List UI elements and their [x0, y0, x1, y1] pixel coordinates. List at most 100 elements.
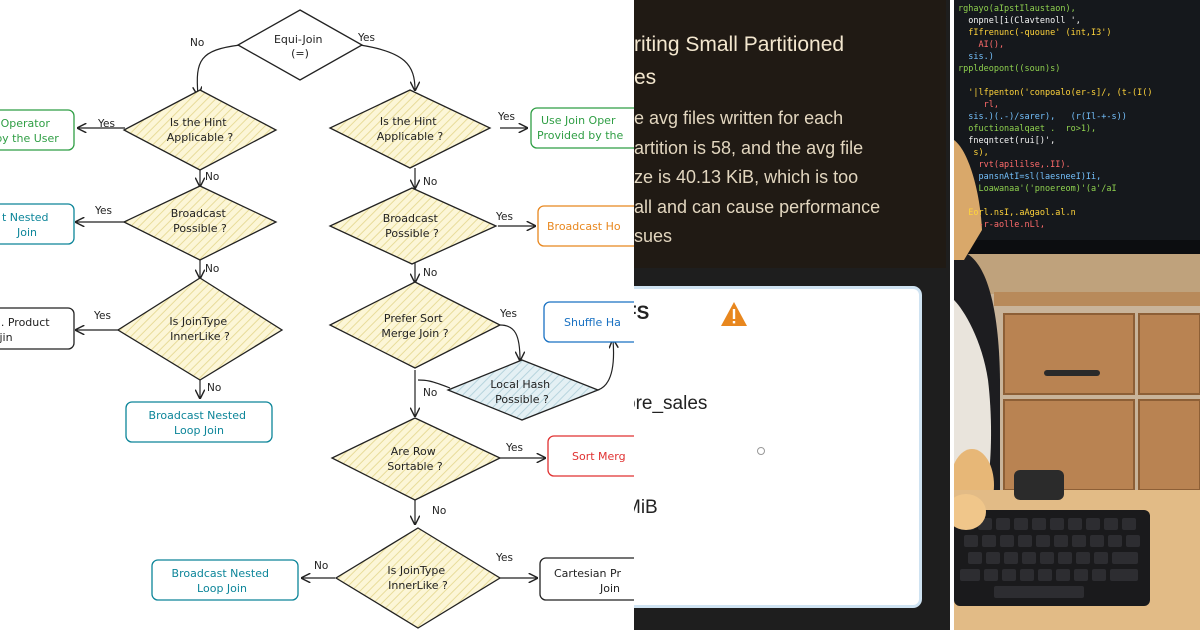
code-line: sis.)(.-)/sarer), (r(Il-+-s)) — [958, 112, 1127, 122]
card-dot — [757, 447, 765, 455]
left-jointype-no-label: No — [207, 382, 221, 394]
right-jointype-result: Cartesian Pr Join — [539, 557, 634, 601]
right-sortable-line-1: Are Row — [391, 445, 436, 458]
code-line: -r-aolle.nLl, — [958, 220, 1045, 230]
left-broadcast-line-2: Possible ? — [173, 222, 227, 235]
left-broadcast-result-line-1: t Nested — [2, 211, 49, 224]
code-line: s), — [958, 148, 989, 158]
right-hint-yes-label: Yes — [497, 111, 515, 123]
left-jointype-line-1: Is JoinType — [169, 315, 227, 328]
left-broadcast-yes-label: Yes — [94, 205, 112, 217]
right-broadcast-no-label: No — [423, 267, 437, 279]
right-broadcast-yes-label: Yes — [495, 211, 513, 223]
left-broadcast-no-label: No — [205, 263, 219, 275]
left-final-line-2: Loop Join — [174, 424, 224, 437]
left-broadcast-decision: Broadcast Possible ? — [122, 185, 278, 261]
right-hint-decision: Is the Hint Applicable ? — [328, 89, 492, 169]
root-equi-join-decision: Equi-Join (=) — [236, 9, 364, 81]
warning-title: riting Small Partitioned es — [634, 33, 845, 89]
left-hint-yes-label: Yes — [97, 118, 115, 130]
right-sortmerge-decision: Prefer Sort Merge Join ? — [328, 281, 502, 369]
card-table-name: ore_sales — [634, 393, 708, 414]
svg-text:Broadcast Nested Loop: Broadcast Nested Loop Join — [172, 567, 273, 595]
svg-text:Is the Hint Applicable: Is the Hint Applicable ? — [167, 116, 234, 144]
svg-text:Are Row Sortable ?: Are Row Sortable ? — [387, 445, 443, 473]
right-sortable-result-label: Sort Merg — [572, 450, 626, 463]
right-jointype-decision: Is JoinType InnerLike ? — [334, 527, 502, 629]
svg-text:Is JoinType InnerLike: Is JoinType InnerLike ? — [169, 315, 230, 343]
left-final-line-1: Broadcast Nested — [149, 409, 246, 422]
svg-text:Broadcast Possible ?: Broadcast Possible ? — [383, 212, 442, 240]
card-size: MiB — [634, 497, 658, 518]
code-line: sis.) — [958, 52, 994, 62]
warning-triangle-icon[interactable] — [720, 301, 748, 327]
flowchart-canvas: Equi-Join (=) No Yes Is the Hint Applica… — [0, 9, 634, 629]
right-sortable-no-label: No — [432, 505, 446, 517]
left-broadcast-result: t Nested Join — [0, 203, 75, 245]
left-hint-result-line-2: by the User — [0, 132, 59, 145]
left-hint-line-2: Applicable ? — [167, 131, 234, 144]
code-line: rghayo(aIpstIlaustaon), — [958, 4, 1076, 14]
left-jointype-result-line-2: jin — [0, 331, 13, 344]
warning-box: riting Small Partitioned es e avg files … — [634, 0, 946, 268]
code-line: AI(), — [958, 40, 1005, 50]
svg-text:Prefer Sort Merge Join: Prefer Sort Merge Join ? — [381, 312, 448, 340]
card-header: FS — [634, 303, 650, 324]
right-sortmerge-line-1: Prefer Sort — [384, 312, 443, 325]
right-jointype-result-line-2: Join — [599, 582, 620, 595]
join-selection-flowchart: Equi-Join (=) No Yes Is the Hint Applica… — [0, 9, 634, 629]
left-jointype-result-line-1: . Product — [1, 316, 50, 329]
code-line: '|lfpenton('conpoalo(er-s]/, (t-(I() — [958, 88, 1153, 98]
right-final-result: Broadcast Nested Loop Join — [151, 559, 299, 601]
right-sortable-yes-label: Yes — [505, 442, 523, 454]
right-jointype-line-1: Is JoinType — [387, 564, 445, 577]
svg-text:Broadcast Nested Loop: Broadcast Nested Loop Join — [149, 409, 250, 437]
root-line-1: Equi-Join — [274, 33, 323, 46]
right-jointype-line-2: InnerLike ? — [388, 579, 448, 592]
svg-text:Use Join Oper Provided: Use Join Oper Provided by the — [537, 114, 624, 142]
right-hint-result-line-1: Use Join Oper — [541, 114, 616, 127]
right-sortmerge-line-2: Merge Join ? — [381, 327, 448, 340]
code-line: Loawanaa'('pnoereom)'(a'/aI — [958, 184, 1117, 194]
code-line: ofuctionaalqaet . ro>1), — [958, 124, 1097, 134]
right-hint-no-label: No — [423, 176, 437, 188]
photo-scene — [954, 0, 1200, 630]
dog-at-computer-image: rghayo(aIpstIlaustaon), onpnel[i(Clavten… — [954, 0, 1200, 630]
left-hint-no-label: No — [205, 171, 219, 183]
root-no-label: No — [190, 37, 204, 49]
code-line: rvt(apililse,.II). — [958, 160, 1071, 170]
right-sortmerge-no-label: No — [423, 387, 437, 399]
right-sortmerge-yes-label: Yes — [499, 308, 517, 320]
code-line: rppldeopont((soun)s) — [958, 64, 1061, 74]
panel-separator — [950, 0, 954, 630]
right-broadcast-decision: Broadcast Possible ? — [328, 187, 498, 265]
right-broadcast-result-label: Broadcast Ho — [547, 220, 621, 233]
right-sortable-line-2: Sortable ? — [387, 460, 443, 473]
left-jointype-line-2: InnerLike ? — [170, 330, 230, 343]
root-yes-label: Yes — [357, 32, 375, 44]
svg-text:Broadcast Possible ?: Broadcast Possible ? — [171, 207, 230, 235]
flow-connectors — [76, 44, 614, 578]
right-hint-line-2: Applicable ? — [377, 130, 444, 143]
svg-text:Local Hash Possible ?: Local Hash Possible ? — [490, 378, 553, 406]
right-broadcast-result: Broadcast Ho — [537, 205, 634, 247]
table-card[interactable]: FS ore_sales MiB — [634, 286, 922, 608]
left-jointype-result: . Product jin — [0, 307, 75, 350]
right-localhash-decision: Local Hash Possible ? — [446, 359, 600, 421]
left-final-result: Broadcast Nested Loop Join — [125, 401, 273, 443]
svg-text:Operator by the User: Operator by the User — [0, 117, 59, 145]
left-hint-result: Operator by the User — [0, 109, 75, 151]
right-localhash-line-2: Possible ? — [495, 393, 549, 406]
left-jointype-yes-label: Yes — [93, 310, 111, 322]
right-final-line-2: Loop Join — [197, 582, 247, 595]
left-jointype-decision: Is JoinType InnerLike ? — [116, 277, 284, 381]
right-shuffle-result: Shuffle Ha — [543, 301, 634, 343]
right-hint-line-1: Is the Hint — [380, 115, 437, 128]
right-jointype-no-label: No — [314, 560, 328, 572]
left-hint-line-1: Is the Hint — [170, 116, 227, 129]
keyboard-keys — [960, 518, 1140, 598]
right-localhash-line-1: Local Hash — [490, 378, 550, 391]
right-shuffle-result-label: Shuffle Ha — [564, 316, 621, 329]
svg-text:Cartesian Pr Join: Cartesian Pr Join — [554, 567, 624, 595]
code-line: Eorl.nsI,.aAgaol.al.n — [958, 208, 1076, 218]
